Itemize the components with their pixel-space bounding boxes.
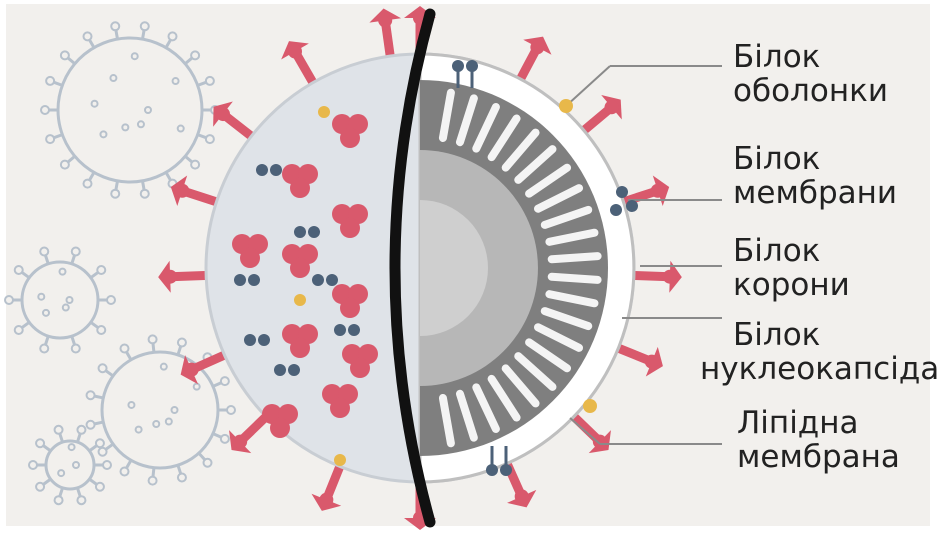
label-spike-protein-line1: Білок [733,234,850,268]
label-membrane-protein-line2: мембрани [733,176,897,210]
envelope-protein [334,454,346,466]
label-nucleocapsid-protein: Білок нуклеокапсіда [700,318,937,386]
label-lipid-membrane-line2: мембрана [737,440,900,474]
label-spike-protein: Білок корони [733,234,850,302]
label-nucleocapsid-protein-line1: Білок [700,318,937,352]
label-spike-protein-line2: корони [733,268,850,302]
envelope-protein-marker-2 [583,399,597,413]
label-nucleocapsid-protein-line2: нуклеокапсіда [700,352,937,386]
label-lipid-membrane-line1: Ліпідна [737,406,900,440]
rna-loop [552,256,598,259]
label-envelope-protein-line2: оболонки [733,74,888,108]
label-envelope-protein: Білок оболонки [733,40,888,108]
envelope-protein [294,294,306,306]
rna-loop [552,277,598,280]
envelope-protein-marker [559,99,573,113]
envelope-protein [318,106,330,118]
label-envelope-protein-line1: Білок [733,40,888,74]
label-membrane-protein-line1: Білок [733,142,897,176]
label-membrane-protein: Білок мембрани [733,142,897,210]
label-lipid-membrane: Ліпідна мембрана [737,406,900,474]
